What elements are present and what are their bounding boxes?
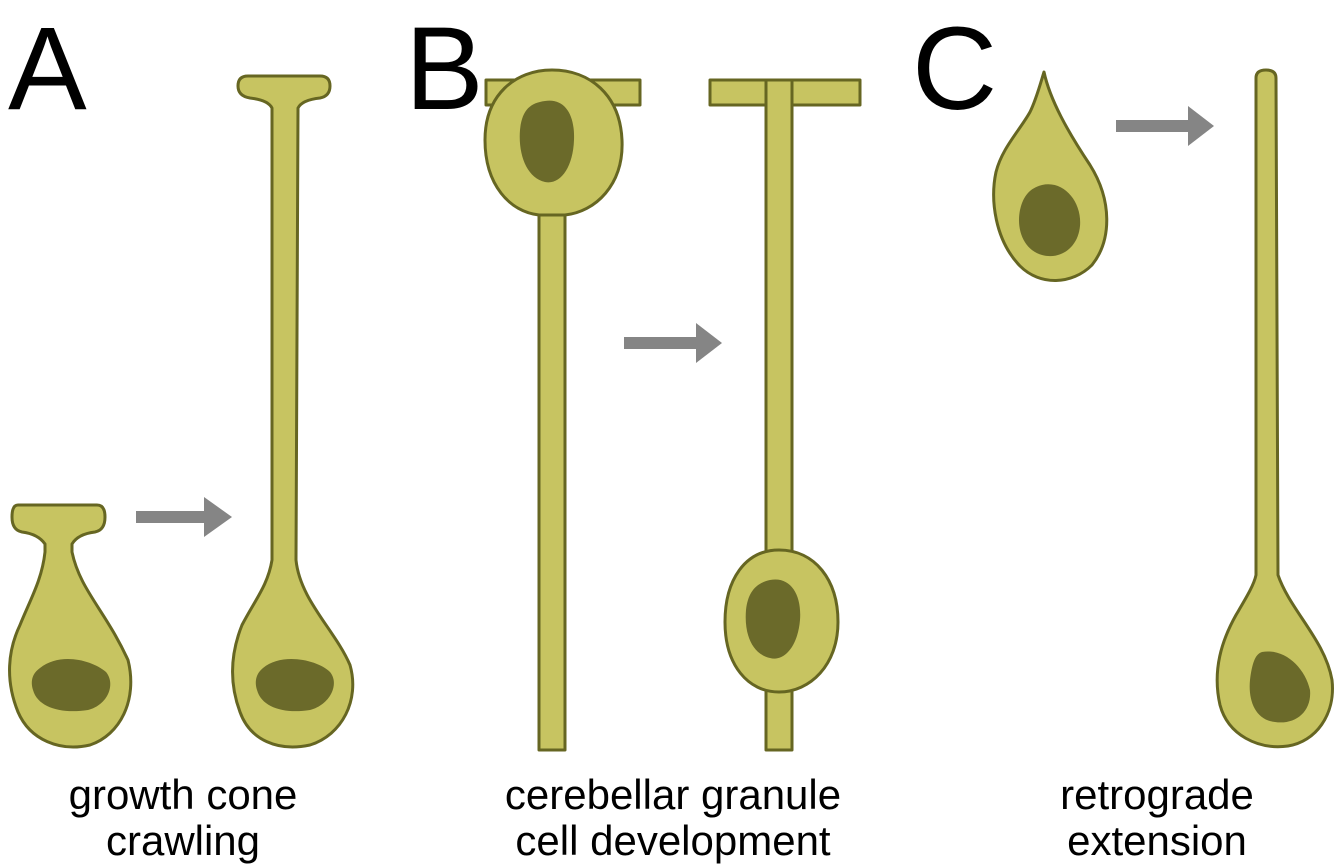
cell-body-with-axon <box>1217 70 1332 747</box>
panel-c-figure <box>994 70 1333 747</box>
panel-b-arrow <box>624 323 722 363</box>
panel-c-caption-line2: extension <box>947 818 1344 864</box>
nucleus <box>256 659 334 711</box>
cell-body-with-axon <box>233 76 353 747</box>
panel-b-caption: cerebellar granule cell development <box>463 772 883 864</box>
panel-a-cell-before <box>10 505 131 747</box>
panel-b-cell-after <box>710 80 860 750</box>
panel-a-caption: growth cone crawling <box>0 772 393 864</box>
ascending-axon <box>766 80 792 560</box>
panel-a-cell-after <box>233 76 353 747</box>
panel-c-caption: retrograde extension <box>947 772 1344 864</box>
panel-a-caption-line1: growth cone <box>0 772 393 818</box>
panel-c-cell-before <box>994 72 1107 281</box>
panel-c-cell-after <box>1217 70 1332 747</box>
neuron-migration-diagram <box>0 0 1344 760</box>
panel-b-caption-line1: cerebellar granule <box>463 772 883 818</box>
panel-a-arrow <box>136 497 232 537</box>
descending-process <box>539 190 565 750</box>
panel-c-caption-line1: retrograde <box>947 772 1344 818</box>
nucleus <box>746 579 801 658</box>
panel-b-cell-before <box>485 70 640 750</box>
panel-c-arrow <box>1116 106 1214 146</box>
panel-b-caption-line2: cell development <box>463 818 883 864</box>
panel-b-figure <box>485 70 860 750</box>
panel-a-figure <box>10 76 353 747</box>
panel-a-caption-line2: crawling <box>0 818 393 864</box>
